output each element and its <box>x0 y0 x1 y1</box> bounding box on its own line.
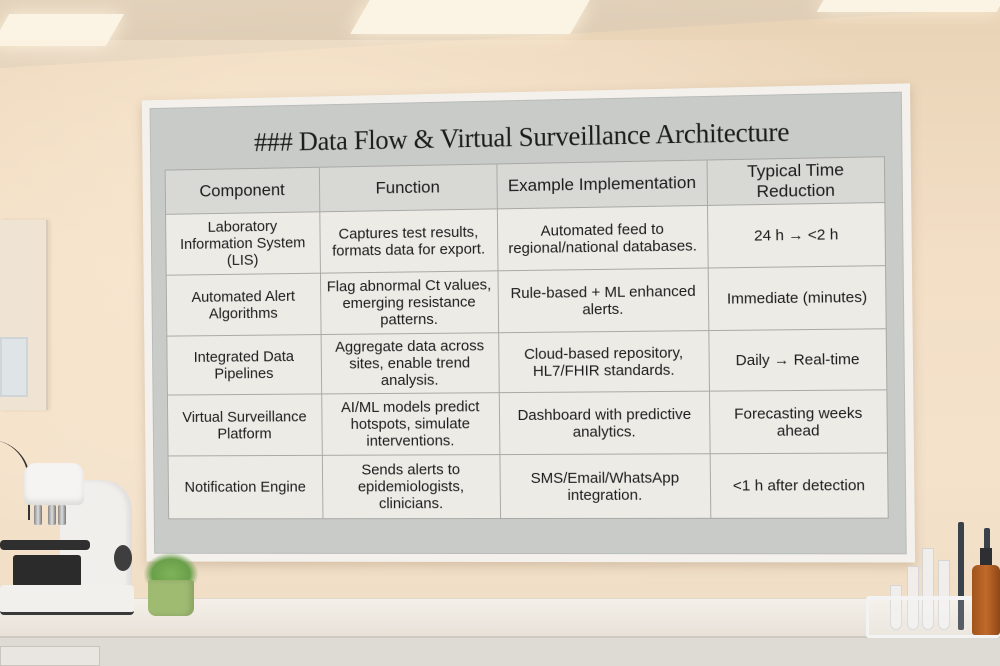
counter-front <box>0 636 1000 666</box>
cell-example: Rule-based + ML enhanced alerts. <box>497 268 709 333</box>
cell-time-reduction: Immediate (minutes) <box>708 265 887 331</box>
header-typical-time-reduction: Typical Time Reduction <box>706 156 885 206</box>
cell-function: Aggregate data across sites, enable tren… <box>320 332 500 394</box>
microscope-objective <box>58 505 66 525</box>
poster-frame: ### Data Flow & Virtual Surveillance Arc… <box>141 83 916 563</box>
drawer <box>0 646 100 666</box>
cell-example: Cloud-based repository, HL7/FHIR standar… <box>498 330 710 393</box>
pipette <box>984 528 990 566</box>
table-row: Laboratory Information System (LIS) Capt… <box>165 202 886 276</box>
cabinet-window <box>0 337 28 397</box>
cell-time-reduction: <1 h after detection <box>710 452 889 519</box>
cell-example: Dashboard with predictive analytics. <box>499 391 711 455</box>
cell-time-reduction: Forecasting weeks ahead <box>709 389 888 454</box>
cell-function: AI/ML models predict hotspots, simulate … <box>321 392 500 456</box>
cell-component: Automated Alert Algorithms <box>166 273 321 337</box>
cell-function: Sends alerts to epidemiologists, clinici… <box>321 454 501 519</box>
cell-time-reduction: 24 h → <2 h <box>707 202 886 269</box>
microscope-objective <box>48 505 56 525</box>
architecture-table: Component Function Example Implementatio… <box>164 156 889 520</box>
cell-time-reduction: Daily → Real-time <box>708 328 887 392</box>
table-row: Notification Engine Sends alerts to epid… <box>168 452 889 519</box>
pipette <box>958 522 964 630</box>
bottle-cap <box>980 548 992 568</box>
succulent-plant <box>144 553 198 583</box>
header-component: Component <box>165 167 320 215</box>
microscope-head <box>24 463 84 505</box>
test-tube <box>938 560 950 630</box>
poster-mat: ### Data Flow & Virtual Surveillance Arc… <box>149 91 907 555</box>
microscope-foot <box>13 555 81 587</box>
microscope-objective <box>34 505 42 525</box>
ceiling-light <box>350 0 590 34</box>
microscope-stage <box>0 540 90 550</box>
plant-pot <box>148 580 194 616</box>
ceiling-light <box>816 0 1000 12</box>
cell-component: Notification Engine <box>168 455 323 519</box>
table-row: Virtual Surveillance Platform AI/ML mode… <box>167 389 888 456</box>
microscope-knob <box>114 545 132 571</box>
cell-example: Automated feed to regional/national data… <box>497 205 709 271</box>
table-row: Automated Alert Algorithms Flag abnormal… <box>166 265 887 337</box>
cell-component: Virtual Surveillance Platform <box>167 393 322 456</box>
amber-bottle <box>972 565 1000 635</box>
cell-function: Flag abnormal Ct values, emerging resist… <box>320 270 499 335</box>
cell-component: Integrated Data Pipelines <box>166 334 322 396</box>
header-example-implementation: Example Implementation <box>496 160 708 209</box>
cell-example: SMS/Email/WhatsApp integration. <box>499 453 711 519</box>
test-tube <box>922 548 934 630</box>
header-function: Function <box>318 163 498 212</box>
cell-function: Captures test results, formats data for … <box>319 208 498 274</box>
microscope-base <box>0 585 134 615</box>
table-row: Integrated Data Pipelines Aggregate data… <box>166 328 887 396</box>
cell-component: Laboratory Information System (LIS) <box>165 211 321 276</box>
